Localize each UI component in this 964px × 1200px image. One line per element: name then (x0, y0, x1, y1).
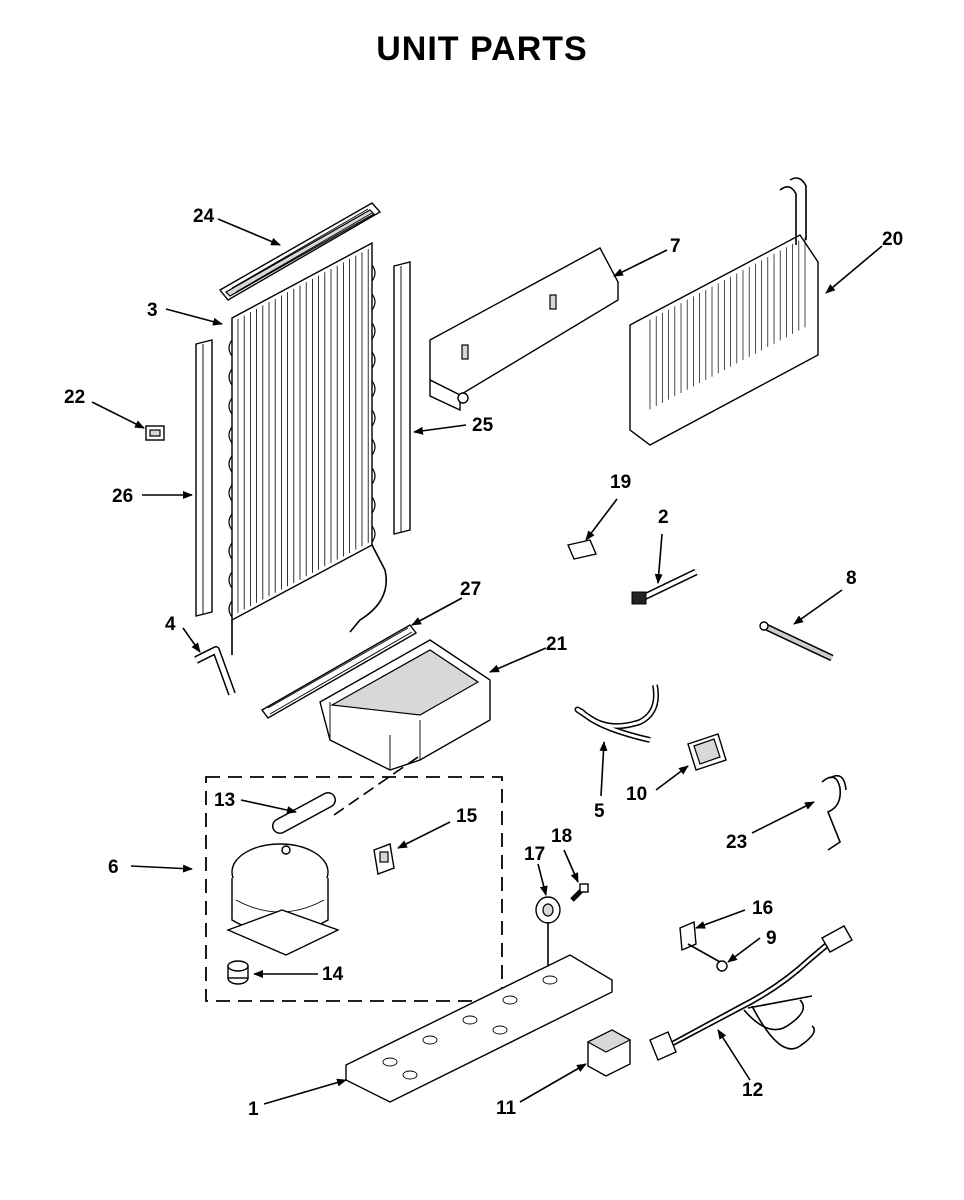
callout-13: 13 (214, 790, 235, 811)
callout-4: 4 (165, 614, 176, 635)
callout-10: 10 (626, 784, 647, 805)
callout-8: 8 (846, 568, 857, 589)
part-12-wire-harness[interactable] (649, 925, 853, 1061)
callout-17: 17 (524, 844, 545, 865)
callout-14: 14 (322, 964, 344, 985)
part-26-left-rail[interactable] (195, 339, 213, 617)
callout-11: 11 (496, 1098, 517, 1119)
callout-20: 20 (882, 229, 903, 250)
callout-1: 1 (248, 1099, 259, 1120)
callout-labels: 24 3 22 26 4 25 7 20 19 2 8 27 21 5 10 2… (64, 206, 903, 1120)
part-20-evaporator[interactable] (629, 177, 819, 446)
callout-22: 22 (64, 387, 85, 408)
callout-16: 16 (752, 898, 773, 919)
part-24-top-rail[interactable] (218, 202, 382, 301)
callout-15: 15 (456, 806, 478, 827)
part-1-base-plate[interactable] (345, 954, 613, 1103)
part-7-tray[interactable] (429, 247, 619, 412)
callout-6: 6 (108, 857, 119, 878)
part-2-strap[interactable] (631, 568, 698, 605)
part-10-pad[interactable] (687, 733, 727, 771)
part-27-rail[interactable] (260, 624, 418, 719)
callout-18: 18 (551, 826, 572, 847)
part-21-drain-pan[interactable] (319, 639, 491, 771)
part-3-condenser-coil[interactable] (228, 241, 387, 655)
part-18-bolt[interactable] (570, 883, 589, 902)
part-23-clip[interactable] (821, 774, 847, 851)
part-15-relay[interactable] (373, 843, 395, 875)
callout-24: 24 (193, 206, 215, 227)
part-17-pulley[interactable] (535, 896, 561, 978)
callout-12: 12 (742, 1080, 763, 1101)
callout-26: 26 (112, 486, 133, 507)
leader-lines (91, 218, 883, 1105)
part-6-compressor-assembly-box (205, 776, 503, 1002)
callout-25: 25 (472, 415, 494, 436)
callout-7: 7 (670, 236, 681, 257)
callout-2: 2 (658, 507, 669, 528)
part-8-heater[interactable] (759, 621, 834, 662)
callout-9: 9 (766, 928, 777, 949)
part-14-grommet[interactable] (227, 960, 249, 985)
callout-21: 21 (546, 634, 568, 655)
part-13-drier[interactable] (272, 792, 336, 834)
page-title: UNIT PARTS (376, 30, 588, 68)
compressor[interactable] (226, 843, 340, 956)
part-16-bracket[interactable] (679, 920, 721, 963)
part-11-module[interactable] (586, 1029, 632, 1077)
part-19-block[interactable] (567, 539, 597, 560)
part-4-tube[interactable] (194, 646, 236, 696)
callout-5: 5 (594, 801, 605, 822)
part-9-screw[interactable] (716, 960, 728, 972)
callout-27: 27 (460, 579, 481, 600)
part-5-hose[interactable] (574, 684, 659, 743)
callout-3: 3 (147, 300, 158, 321)
part-25-right-rail[interactable] (393, 261, 411, 535)
callout-23: 23 (726, 832, 747, 853)
callout-19: 19 (610, 472, 631, 493)
part-22-bracket[interactable] (145, 425, 165, 441)
